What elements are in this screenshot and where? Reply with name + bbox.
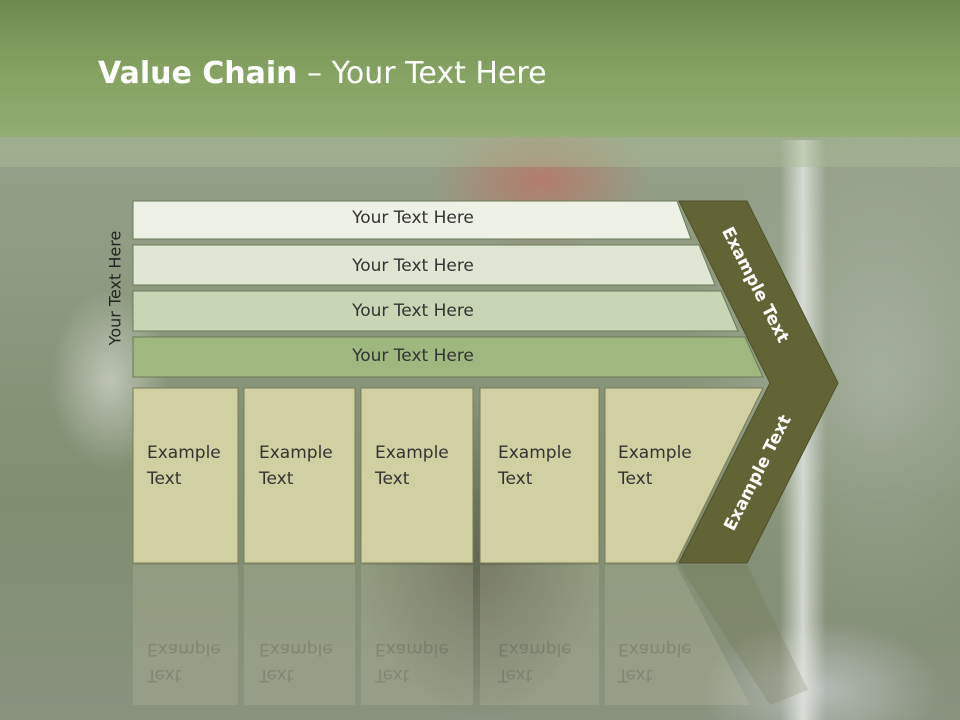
column-1-line1: Example <box>147 443 221 463</box>
slide-title-rest: – Your Text Here <box>297 56 547 91</box>
column-3-shape[interactable] <box>360 387 474 564</box>
column-1-shape[interactable] <box>132 387 239 564</box>
column-3-text: Example Text <box>375 440 475 492</box>
column-4-line1: Example <box>498 443 572 463</box>
row-4-shape[interactable] <box>132 336 764 378</box>
slide-title-bold: Value Chain <box>98 56 298 91</box>
column-4-line2: Text <box>498 469 533 489</box>
row-3-label: Your Text Here <box>352 301 474 321</box>
row-2-label: Your Text Here <box>352 256 474 276</box>
title-banner <box>0 0 960 137</box>
column-3-line1: Example <box>375 443 449 463</box>
column-2-shape[interactable] <box>243 387 356 564</box>
column-5-line1: Example <box>618 443 692 463</box>
row-1-shape[interactable] <box>132 200 692 240</box>
slide-title: Value Chain – Your Text Here <box>98 56 547 91</box>
column-3-line2: Text <box>375 469 410 489</box>
row-2-shape[interactable] <box>132 244 716 286</box>
column-2-line2: Text <box>259 469 294 489</box>
column-1-text: Example Text <box>147 440 247 492</box>
row-3-shape[interactable] <box>132 290 739 332</box>
column-4-text: Example Text <box>498 440 598 492</box>
column-2-text: Example Text <box>259 440 359 492</box>
column-4-shape[interactable] <box>479 387 600 564</box>
reflection-shapes <box>133 565 808 705</box>
row-4-label: Your Text Here <box>352 346 474 366</box>
column-5-line2: Text <box>618 469 653 489</box>
column-5-text: Example Text <box>618 440 718 492</box>
column-2-line1: Example <box>259 443 333 463</box>
title-banner-band <box>0 137 960 167</box>
column-1-line2: Text <box>147 469 182 489</box>
row-1-label: Your Text Here <box>352 208 474 228</box>
chevron-arrow[interactable] <box>678 200 839 564</box>
column-5-shape[interactable] <box>604 387 764 564</box>
